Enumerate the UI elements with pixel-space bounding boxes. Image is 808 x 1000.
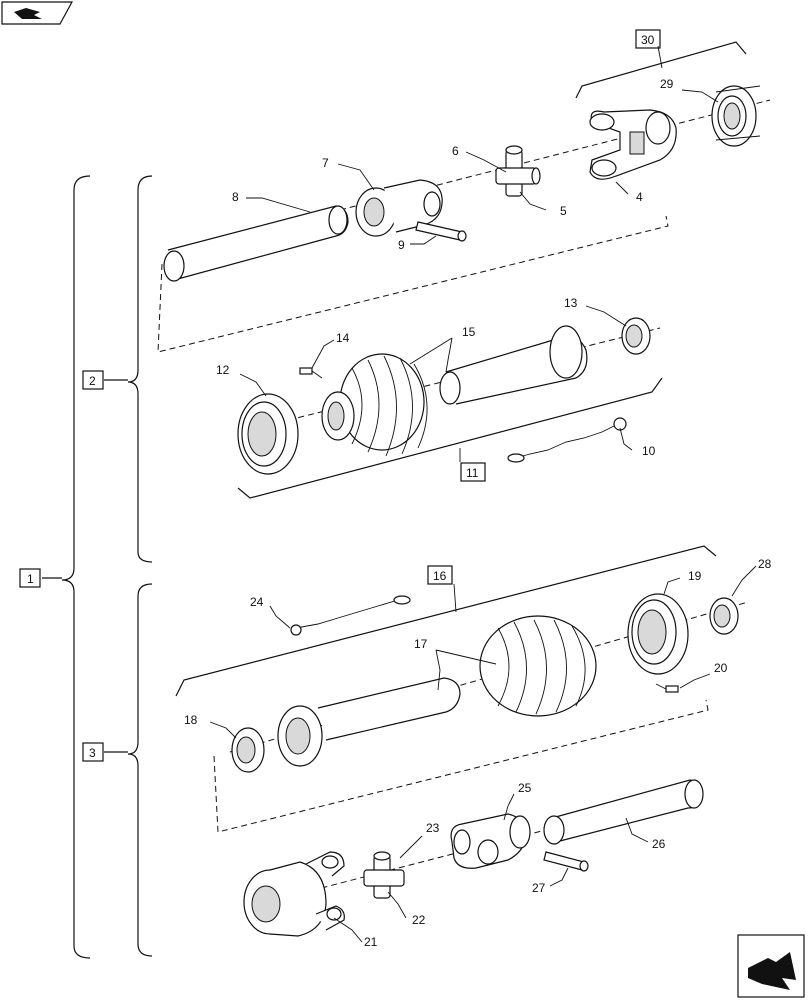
part-28-bearing-ring bbox=[709, 597, 739, 635]
callout-26: 26 bbox=[652, 837, 666, 851]
callout-labels: 29 4 5 6 7 8 9 10 12 13 14 15 17 18 19 2… bbox=[184, 77, 772, 949]
callout-19: 19 bbox=[688, 569, 702, 583]
nav-next-icon[interactable] bbox=[737, 934, 805, 998]
part-26-outer-tube bbox=[543, 779, 704, 845]
group-outline-30 bbox=[575, 41, 747, 99]
callout-25: 25 bbox=[518, 781, 532, 795]
part-14-screw bbox=[299, 367, 323, 379]
svg-text:16: 16 bbox=[433, 569, 447, 583]
part-12-cap bbox=[237, 393, 299, 475]
callout-13: 13 bbox=[564, 296, 578, 310]
part-25-inner-yoke bbox=[450, 813, 531, 869]
axis-middle bbox=[239, 327, 661, 433]
box-label-30[interactable]: 30 bbox=[635, 29, 661, 49]
box-label-2[interactable]: 2 bbox=[82, 370, 104, 390]
boxed-group-labels: 1 2 3 11 16 30 bbox=[19, 29, 661, 762]
leader-30 bbox=[657, 45, 663, 69]
callout-20: 20 bbox=[714, 661, 728, 675]
leader-16 bbox=[453, 583, 457, 613]
callout-8: 8 bbox=[232, 190, 239, 204]
part-22-cross-kit bbox=[363, 851, 405, 899]
callout-15: 15 bbox=[462, 325, 476, 339]
part-8-inner-tube bbox=[163, 205, 349, 282]
svg-text:30: 30 bbox=[641, 33, 655, 47]
group-outline-11 bbox=[237, 377, 663, 499]
callout-4: 4 bbox=[636, 190, 643, 204]
callout-23: 23 bbox=[426, 821, 440, 835]
part-20-screw bbox=[655, 683, 679, 693]
part-24-safety-chain bbox=[290, 595, 411, 636]
part-17-guard-tube bbox=[277, 615, 597, 767]
nav-back-icon[interactable] bbox=[1, 1, 74, 25]
callout-5: 5 bbox=[560, 204, 567, 218]
callout-29: 29 bbox=[660, 77, 674, 91]
group-bracket-3 bbox=[104, 583, 153, 957]
box-label-11[interactable]: 11 bbox=[460, 462, 486, 482]
callout-22: 22 bbox=[412, 913, 426, 927]
part-13-bearing-ring bbox=[621, 317, 651, 355]
part-7-inner-yoke bbox=[355, 179, 443, 237]
part-18-bearing-ring bbox=[231, 727, 265, 773]
callout-6: 6 bbox=[452, 144, 459, 158]
callout-18: 18 bbox=[184, 713, 198, 727]
callout-24: 24 bbox=[250, 595, 264, 609]
part-15-guard-tube bbox=[321, 325, 588, 457]
box-label-1[interactable]: 1 bbox=[19, 568, 41, 588]
svg-text:11: 11 bbox=[466, 466, 479, 480]
part-29-seal-ring bbox=[711, 85, 761, 147]
callout-7: 7 bbox=[322, 156, 329, 170]
part-4-yoke bbox=[589, 109, 677, 180]
group-outline-16 bbox=[175, 545, 717, 697]
callout-9: 9 bbox=[398, 238, 405, 252]
part-27-pin bbox=[543, 851, 589, 872]
box-label-16[interactable]: 16 bbox=[427, 565, 453, 585]
part-21-yoke bbox=[243, 851, 345, 937]
callout-27: 27 bbox=[532, 881, 546, 895]
part-10-safety-chain bbox=[507, 417, 627, 463]
callout-14: 14 bbox=[336, 331, 350, 345]
callout-12: 12 bbox=[216, 363, 230, 377]
part-19-cap bbox=[627, 593, 689, 675]
callout-leaders bbox=[209, 89, 757, 943]
box-label-3[interactable]: 3 bbox=[82, 742, 104, 762]
callout-17: 17 bbox=[414, 637, 428, 651]
svg-text:1: 1 bbox=[27, 572, 34, 586]
svg-text:2: 2 bbox=[89, 374, 96, 388]
callout-21: 21 bbox=[364, 935, 378, 949]
dashed-link-upper bbox=[157, 215, 669, 353]
group-bracket-2 bbox=[104, 175, 153, 563]
svg-text:3: 3 bbox=[89, 746, 96, 760]
callout-28: 28 bbox=[758, 557, 772, 571]
part-5-cross-kit bbox=[495, 145, 541, 197]
callout-10: 10 bbox=[642, 444, 656, 458]
part-9-pin bbox=[415, 221, 467, 242]
group-bracket-1 bbox=[42, 175, 91, 959]
